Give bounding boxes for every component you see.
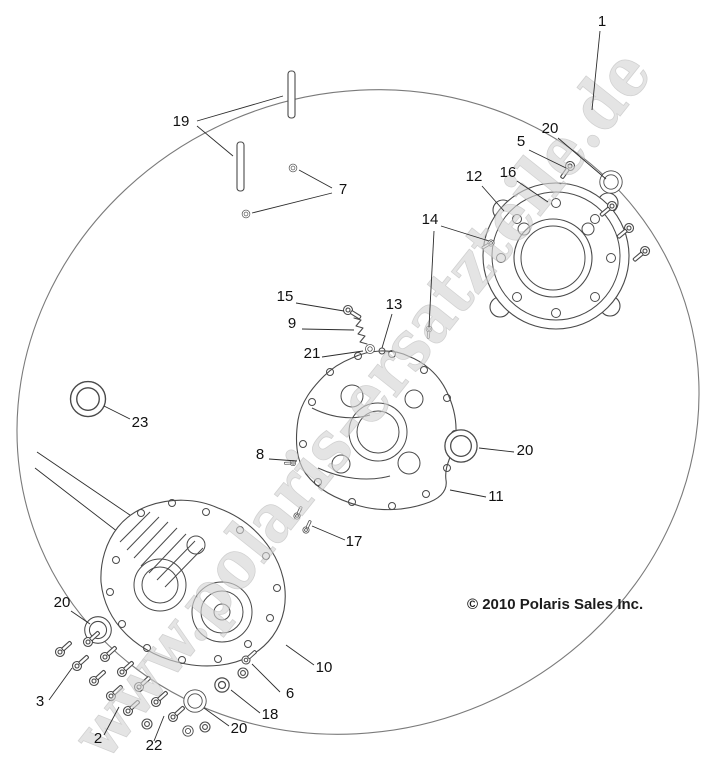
pin-cap-icon (241, 209, 251, 219)
left-crankcase-drawing (100, 499, 286, 667)
callout-22: 22 (146, 737, 163, 754)
callout-leader-23 (103, 405, 131, 420)
callout-20c: 20 (231, 720, 248, 737)
callout-leader-20a (557, 137, 607, 180)
bolt-icon (630, 244, 652, 265)
callout-16: 16 (500, 164, 517, 181)
bolt-icon (53, 638, 75, 659)
callout-leader-7 (251, 192, 333, 214)
callout-18: 18 (262, 706, 279, 723)
callout-leader-16 (516, 180, 549, 203)
callout-leader-13 (381, 313, 393, 349)
seal-20-icon (183, 689, 207, 713)
callout-leader-7 (298, 169, 333, 189)
callout-leader-2 (103, 706, 120, 736)
flange-bolt-holes (106, 499, 281, 664)
callout-6: 6 (286, 685, 294, 702)
callout-leader-19 (196, 125, 234, 157)
copyright-text: © 2010 Polaris Sales Inc. (467, 596, 643, 613)
callout-leader-1 (591, 30, 601, 111)
seal-20-icon (444, 429, 478, 463)
callout-leader-20b (478, 447, 515, 453)
callout-13: 13 (386, 296, 403, 313)
callout-1: 1 (598, 13, 606, 30)
gearcase-cover-drawing (482, 182, 630, 330)
callout-leader-10 (285, 644, 315, 666)
callout-2: 2 (94, 730, 102, 747)
callout-23: 23 (132, 414, 149, 431)
seal-20-icon (599, 170, 623, 194)
seal-23-icon (69, 380, 107, 418)
callout-leader-14 (428, 230, 435, 328)
plug-15-icon (341, 303, 364, 323)
callout-9: 9 (288, 315, 296, 332)
callout-5: 5 (517, 133, 525, 150)
nut-icon (237, 667, 249, 679)
callout-21: 21 (304, 345, 321, 362)
callout-3: 3 (36, 693, 44, 710)
callout-leader-9 (301, 328, 355, 331)
callout-leader-15 (295, 302, 345, 312)
center-crankcase-drawing (296, 347, 459, 511)
callout-17: 17 (346, 533, 363, 550)
callout-leader-22 (153, 715, 165, 742)
callout-leader-17 (311, 525, 346, 541)
callout-12: 12 (466, 168, 483, 185)
cooling-fins (119, 511, 204, 588)
dowel-pins-drawing (236, 70, 298, 219)
bolt-icon (70, 652, 92, 673)
callout-11: 11 (488, 488, 504, 505)
detent-spring-drawing (341, 303, 433, 354)
callout-20a: 20 (542, 120, 559, 137)
washer-18-icon (214, 677, 230, 693)
callout-8: 8 (256, 446, 264, 463)
nut-icon (199, 721, 211, 733)
watermark-text: www.polaris-ersatzteile.de (56, 34, 667, 773)
callout-19: 19 (173, 113, 190, 130)
callout-leader-6 (251, 663, 281, 693)
callout-20d: 20 (54, 594, 71, 611)
callout-leader-21 (321, 350, 364, 358)
callout-leader-8 (268, 458, 298, 462)
callout-leader-5 (528, 149, 567, 169)
spring-9-icon (353, 317, 368, 345)
callout-7: 7 (339, 181, 347, 198)
callout-10: 10 (316, 659, 333, 676)
callout-leader-11 (449, 489, 487, 498)
callout-14: 14 (422, 211, 439, 228)
callout-leader-14 (440, 225, 490, 242)
callout-leader-18 (230, 689, 261, 714)
callout-leader-20c (203, 707, 230, 727)
callout-15: 15 (277, 288, 294, 305)
callout-leader-20d (70, 610, 91, 625)
washer-icon (182, 725, 194, 737)
pin-cap-icon (288, 163, 298, 173)
callout-leader-19 (196, 95, 284, 122)
callout-20b: 20 (517, 442, 534, 459)
callout-leader-3 (48, 667, 73, 701)
callout-leader-12 (481, 185, 505, 212)
